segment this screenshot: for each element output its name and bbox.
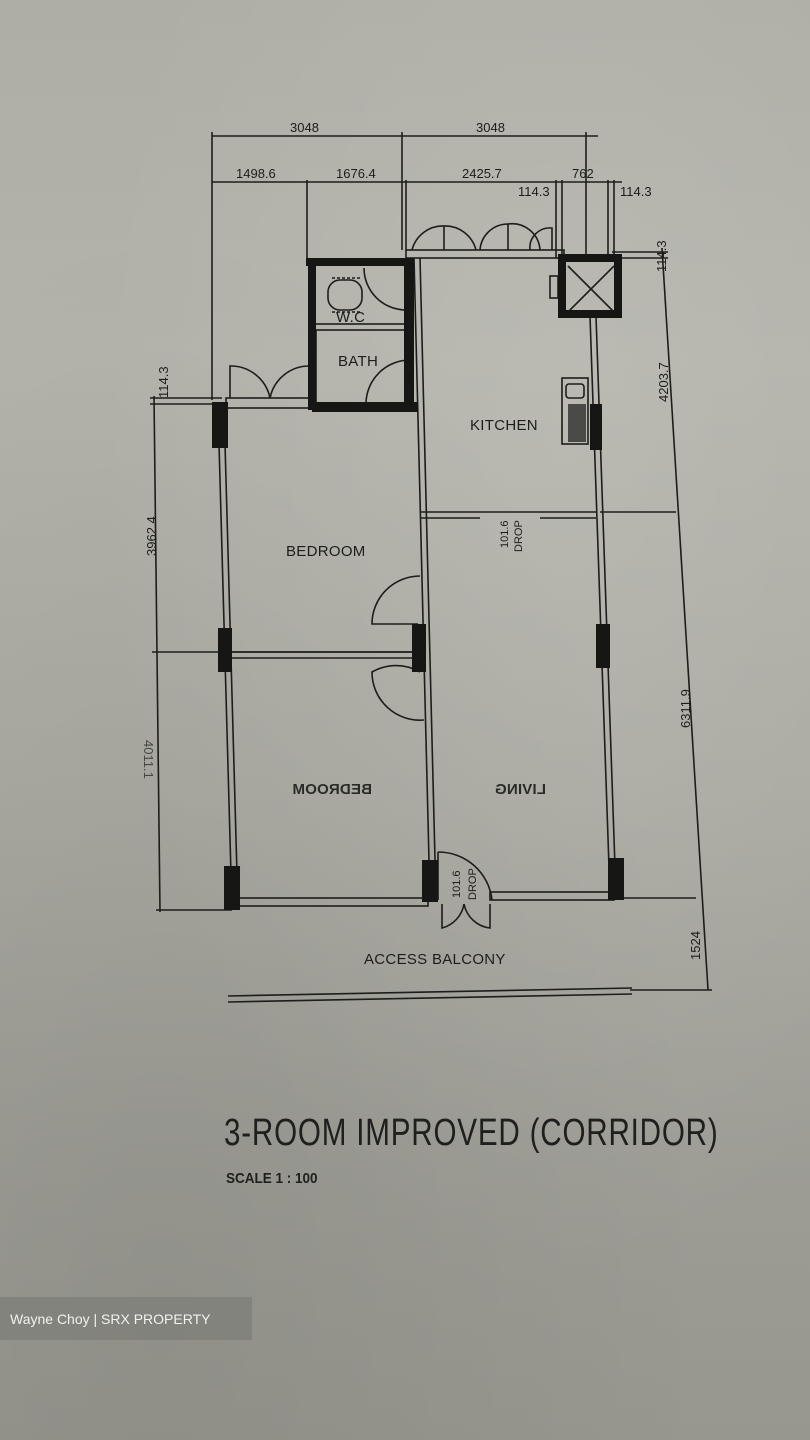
dim-top-overall-right: 3048 <box>476 120 505 135</box>
dim-kitchen-drop-label: DROP <box>513 520 525 552</box>
room-label-kitchen: KITCHEN <box>470 417 538 434</box>
room-label-living-mirrored: LIVING <box>495 781 546 798</box>
dim-entrance-drop: 101.6 <box>451 870 463 898</box>
dim-top-wall-left: 114.3 <box>518 184 550 199</box>
room-label-access-balcony: ACCESS BALCONY <box>364 951 506 968</box>
floor-plan-drawing: 3048 3048 1498.6 1676.4 2425.7 762 114.3… <box>141 120 712 1003</box>
dim-top-seg-1: 1498.6 <box>236 166 276 181</box>
dim-entrance-drop-label: DROP <box>467 868 479 900</box>
dim-left-wall: 114.3 <box>156 366 171 398</box>
plan-scale: SCALE 1 : 100 <box>226 1170 318 1187</box>
dim-top-seg-3: 2425.7 <box>462 166 502 181</box>
dim-kitchen-drop: 101.6 <box>499 520 511 548</box>
room-label-bath: BATH <box>338 353 378 370</box>
dim-right-kitchen: 4203.7 <box>656 362 671 402</box>
room-label-bedroom: BEDROOM <box>286 543 366 560</box>
watermark-banner: Wayne Choy | SRX PROPERTY <box>0 1297 252 1340</box>
dim-left-lower-mirrored: 4011.1 <box>141 740 156 779</box>
dim-right-wall-top: 114.3 <box>654 240 669 272</box>
dim-top-seg-4: 762 <box>572 166 594 181</box>
watermark-text: Wayne Choy | SRX PROPERTY <box>10 1310 211 1327</box>
dim-top-seg-2: 1676.4 <box>336 166 376 181</box>
dim-right-living: 6311.9 <box>678 689 693 728</box>
dim-line-right <box>661 247 709 991</box>
dim-line-left <box>153 395 161 913</box>
dim-top-wall-right: 114.3 <box>620 184 652 199</box>
dim-right-balcony: 1524 <box>688 931 703 960</box>
dim-left-bedroom: 3962.4 <box>144 516 159 556</box>
plan-title: 3-ROOM IMPROVED (CORRIDOR) <box>224 1112 719 1154</box>
dim-top-overall-left: 3048 <box>290 120 319 135</box>
room-label-bedroom-mirrored: BEDROOM <box>292 781 372 798</box>
room-label-wc: W.C <box>336 309 365 326</box>
